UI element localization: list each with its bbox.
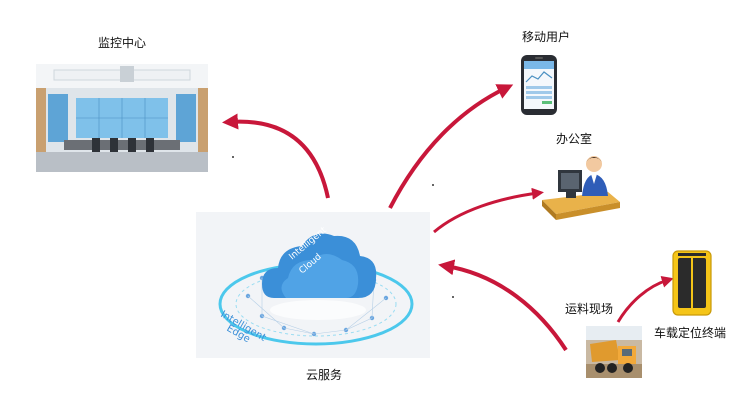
site-label: 运料现场 <box>565 302 614 316</box>
office-worker-icon <box>542 156 620 220</box>
arrow-to-office <box>433 187 544 234</box>
monitor-center-image <box>36 64 208 172</box>
office-label: 办公室 <box>556 132 593 146</box>
mobile-user-label: 移动用户 <box>522 30 571 44</box>
mobile-phone-icon <box>521 55 557 115</box>
terminal-label: 车载定位终端 <box>654 326 727 340</box>
arrow-to-monitor <box>222 113 330 199</box>
arrow-to-terminal <box>616 275 674 323</box>
arrow-from-site <box>438 259 568 352</box>
cloud-service-label: 云服务 <box>306 368 343 382</box>
arrow-to-mobile <box>388 84 514 209</box>
vehicle-terminal-icon <box>672 250 712 316</box>
monitor-center-label: 监控中心 <box>98 36 147 50</box>
cloud-service-image: Intelligent Cloud Intelligent Edge <box>196 212 430 358</box>
dump-truck-image <box>586 326 642 378</box>
